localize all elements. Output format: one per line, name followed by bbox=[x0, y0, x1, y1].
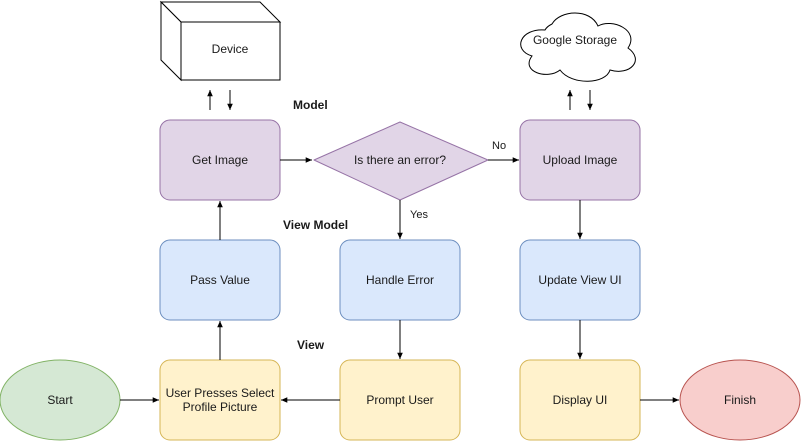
finish-label: Finish bbox=[724, 393, 756, 407]
update-view-ui-label: Update View UI bbox=[538, 273, 621, 287]
view-section-label: View bbox=[297, 338, 325, 352]
model-section-label: Model bbox=[293, 98, 328, 112]
select-picture-node: User Presses Select Profile Picture bbox=[159, 359, 281, 441]
device-label: Device bbox=[212, 42, 249, 56]
edge-label-no: No bbox=[492, 140, 506, 152]
display-ui-label: Display UI bbox=[553, 393, 608, 407]
select-picture-label-line1: User Presses Select bbox=[166, 386, 275, 400]
get-image-node: Get Image bbox=[159, 119, 281, 201]
start-node: Start bbox=[0, 359, 121, 441]
upload-image-label: Upload Image bbox=[543, 153, 618, 167]
handle-error-label: Handle Error bbox=[366, 273, 434, 287]
update-view-ui-node: Update View UI bbox=[519, 239, 641, 321]
display-ui-node: Display UI bbox=[519, 359, 641, 441]
finish-node: Finish bbox=[679, 359, 801, 441]
decision-node: Is there an error? bbox=[313, 121, 489, 201]
google-storage-label: Google Storage bbox=[533, 33, 617, 47]
device-node: Device bbox=[159, 0, 282, 82]
start-label: Start bbox=[47, 393, 73, 407]
pass-value-node: Pass Value bbox=[159, 239, 281, 321]
get-image-label: Get Image bbox=[192, 153, 248, 167]
google-storage-node: Google Storage bbox=[520, 12, 636, 82]
prompt-user-label: Prompt User bbox=[366, 393, 433, 407]
pass-value-label: Pass Value bbox=[190, 273, 250, 287]
decision-label: Is there an error? bbox=[354, 153, 446, 167]
upload-image-node: Upload Image bbox=[519, 119, 641, 201]
edge-label-yes: Yes bbox=[410, 209, 428, 221]
view-model-section-label: View Model bbox=[283, 218, 348, 232]
select-picture-label-line2: Profile Picture bbox=[183, 400, 258, 414]
prompt-user-node: Prompt User bbox=[339, 359, 461, 441]
handle-error-node: Handle Error bbox=[339, 239, 461, 321]
